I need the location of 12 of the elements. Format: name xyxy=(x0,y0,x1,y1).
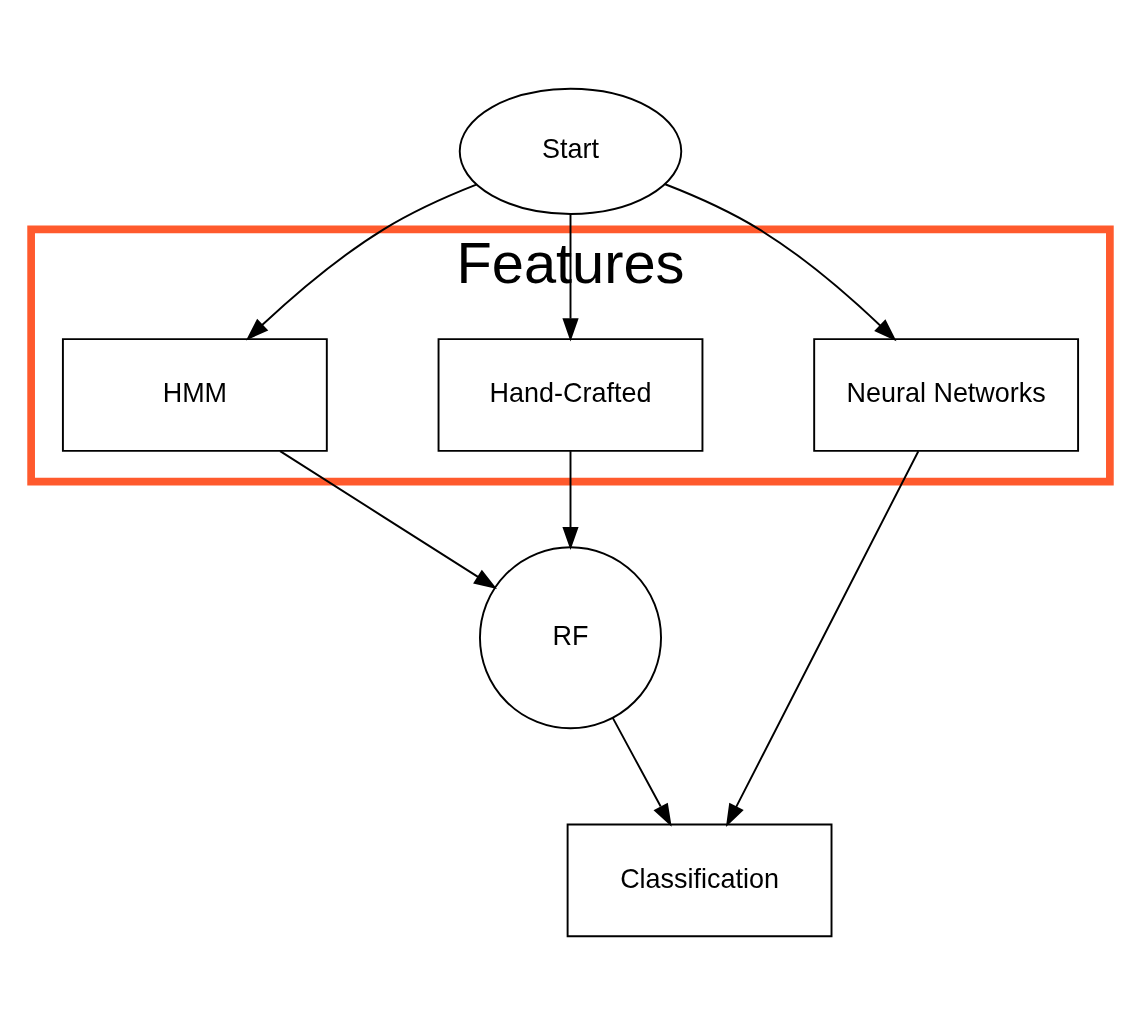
node-ellipse: Start xyxy=(458,87,683,215)
arrow xyxy=(611,716,672,827)
arrow xyxy=(562,449,579,550)
arrow xyxy=(279,449,497,589)
arrow xyxy=(664,182,897,341)
arrow xyxy=(725,449,920,827)
node-box: Hand-Crafted xyxy=(437,337,704,452)
node-box: Classification xyxy=(566,823,833,937)
node-box: HMM xyxy=(61,337,328,452)
node-circle: RF xyxy=(479,545,662,729)
arrow xyxy=(245,183,478,340)
node-box: Neural Networks xyxy=(813,337,1080,452)
